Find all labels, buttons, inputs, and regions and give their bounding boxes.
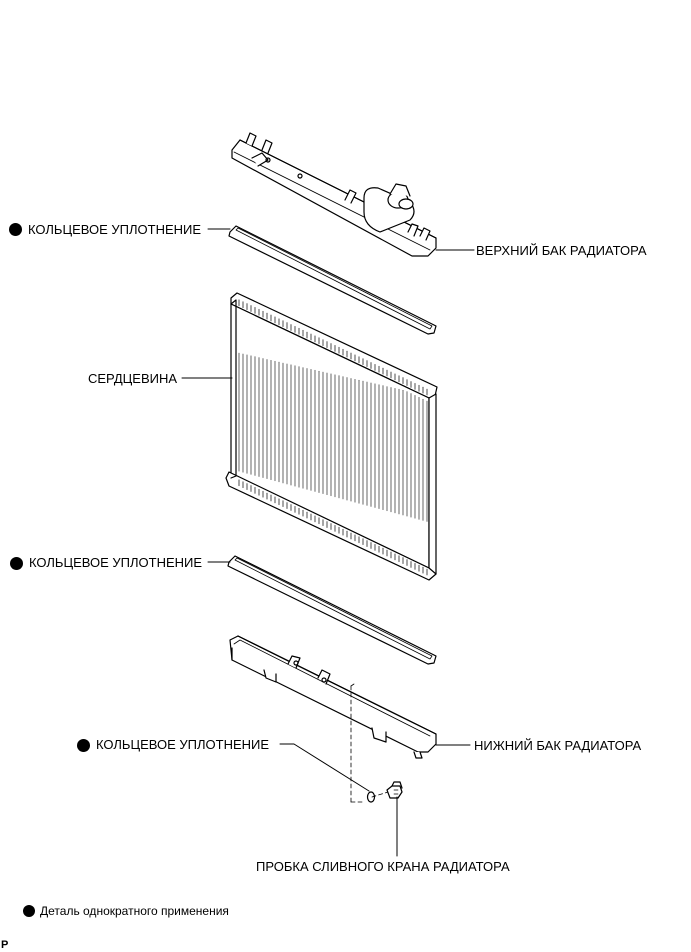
top-gasket-drawing	[228, 225, 437, 335]
corner-mark: P	[1, 939, 9, 951]
core-drawing	[225, 292, 438, 581]
leader-lines	[181, 228, 475, 857]
reuse-marker-icon	[77, 739, 90, 752]
upper-tank-drawing	[231, 132, 437, 257]
filled-circle-icon	[23, 905, 35, 917]
reuse-marker-icon	[9, 223, 22, 236]
lower-tank-drawing	[229, 635, 437, 759]
lower-tank-label: НИЖНИЙ БАК РАДИАТОРА	[474, 738, 642, 753]
oring-top-label: КОЛЬЦЕВОЕ УПЛОТНЕНИЕ	[28, 222, 202, 237]
reuse-marker-icon	[10, 557, 23, 570]
core-label: СЕРДЦЕВИНА	[88, 371, 178, 386]
bottom-gasket-drawing	[227, 555, 437, 665]
drain-plug-drawing	[386, 781, 403, 799]
upper-tank-label: ВЕРХНИЙ БАК РАДИАТОРА	[476, 243, 647, 258]
drain-plug-label: ПРОБКА СЛИВНОГО КРАНА РАДИАТОРА	[256, 859, 510, 874]
legend-text: Деталь однократного применения	[40, 904, 229, 918]
drain-oring-drawing	[366, 791, 376, 803]
oring-drain-label: КОЛЬЦЕВОЕ УПЛОТНЕНИЕ	[96, 737, 270, 752]
oring-middle-label: КОЛЬЦЕВОЕ УПЛОТНЕНИЕ	[29, 555, 203, 570]
